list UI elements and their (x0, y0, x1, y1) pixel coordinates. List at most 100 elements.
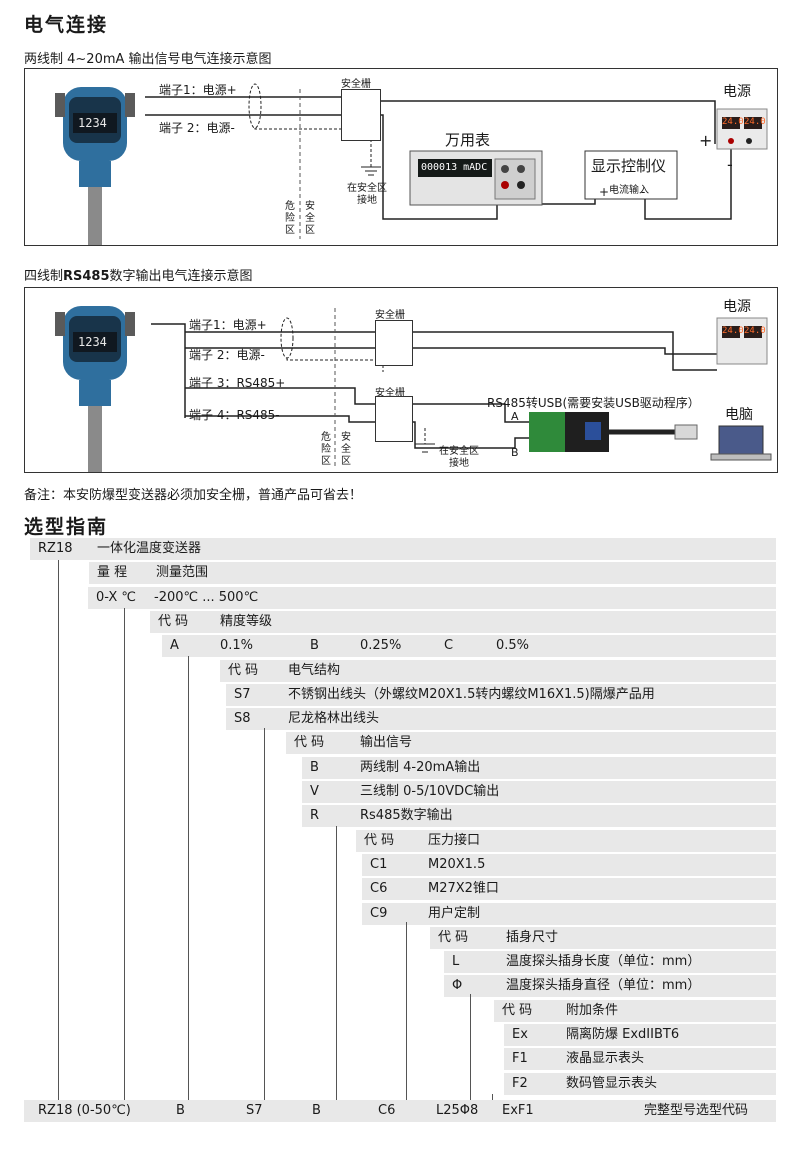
terminal-3-label: 端子 3：RS485+ (189, 376, 286, 390)
power-minus: - (727, 155, 733, 174)
final-code-cell: C6 (378, 1103, 396, 1118)
selection-row: F1 液晶显示表头 (504, 1048, 776, 1071)
selection-row: 0-X ℃-200℃ ... 500℃ (88, 586, 776, 609)
power-label: 电源 (723, 84, 751, 100)
selection-cell: Φ (452, 978, 463, 994)
psu-display-2: 24.0 (744, 326, 766, 336)
selection-cell: F1 (512, 1051, 528, 1067)
safety-barrier (341, 89, 381, 141)
selection-cell: 量 程 (97, 565, 128, 581)
terminal-2-label: 端子 2：电源- (189, 348, 265, 362)
selection-cell: 附加条件 (566, 1002, 619, 1018)
selection-row: V 三线制 0-5/10VDC输出 (302, 781, 776, 803)
current-input-label: 电流输入 (609, 185, 649, 196)
controller-minus: - (641, 185, 646, 199)
power-plus: + (699, 131, 713, 150)
selection-cell: 隔离防爆 ExdIIBT6 (566, 1027, 680, 1042)
four-wire-wiring (55, 306, 772, 472)
selection-cell: C6 (370, 881, 388, 897)
selection-cell: 尼龙格林出线头 (288, 711, 380, 727)
terminal-1-label: 端子1：电源+ (159, 83, 237, 97)
selection-cell: 三线制 0-5/10VDC输出 (360, 784, 500, 799)
terminal-2-label: 端子 2：电源- (159, 121, 235, 135)
selection-cell: M27X2锥口 (428, 881, 499, 897)
final-code-cell: S7 (246, 1103, 263, 1118)
selection-connector (406, 922, 407, 1100)
safe-zone-label: 安 全 区 (341, 432, 351, 467)
two-wire-diagram: 1234 端子1：电源+ 端子 2：电源- 安全栅 在安全区 接地 危 险 区 … (24, 68, 778, 246)
four-wire-caption-bold: RS485 (63, 269, 110, 284)
ground-label: 在安全区 接地 (347, 183, 387, 206)
selection-cell: F2 (512, 1075, 528, 1091)
selection-cell: C (444, 638, 454, 654)
selection-cell: 代 码 (294, 735, 325, 751)
final-code-cell: B (176, 1103, 185, 1118)
transmitter-display: 1234 (78, 335, 107, 349)
selection-cell: 代 码 (364, 832, 395, 848)
transmitter-display: 1234 (78, 116, 107, 130)
transmitter-icon (55, 306, 135, 472)
safety-barrier-1 (375, 320, 413, 366)
safety-barrier-2 (375, 396, 413, 442)
computer-label: 电脑 (725, 407, 753, 423)
selection-row: 代 码插身尺寸 (430, 926, 776, 949)
selection-cell: 输出信号 (360, 735, 413, 751)
barrier-2-label: 安全栅 (375, 388, 405, 399)
selection-row: S8 尼龙格林出线头 (226, 708, 776, 731)
selection-cell: A (170, 638, 179, 654)
selection-cell: 用户定制 (428, 905, 481, 921)
final-code-cell: ExF1 (502, 1103, 534, 1118)
terminal-4-label: 端子 4：RS485- (189, 408, 280, 422)
barrier-1-label: 安全栅 (375, 310, 405, 321)
selection-cell: 0.1% (220, 638, 254, 654)
note-text: 备注：本安防爆型变送器必须加安全栅，普通产品可省去！ (24, 488, 363, 503)
selection-cell: S7 (234, 686, 251, 702)
selection-cell: B (310, 759, 319, 775)
selection-connector (188, 656, 189, 1100)
selection-row: B 两线制 4-20mA输出 (302, 756, 776, 779)
selection-cell: RZ18 (38, 541, 73, 556)
four-wire-caption-suffix: 数字输出电气连接示意图 (109, 269, 253, 284)
selection-cell: -200℃ ... 500℃ (154, 589, 259, 605)
two-wire-caption: 两线制 4~20mA 输出信号电气连接示意图 (24, 52, 272, 67)
selection-row: RZ18 一体化温度变送器 (30, 538, 776, 560)
selection-cell: 温度探头插身直径（单位：mm） (506, 978, 701, 994)
safe-zone-label: 安 全 区 (305, 201, 315, 236)
selection-cell: S8 (234, 711, 251, 727)
selection-connector (492, 1094, 493, 1100)
selection-cell: V (310, 784, 319, 799)
selection-cell: 代 码 (158, 613, 189, 629)
selection-connector (58, 560, 59, 1100)
selection-cell: 代 码 (502, 1002, 533, 1018)
multimeter-label: 万用表 (445, 131, 491, 149)
selection-cell: Rs485数字输出 (360, 808, 453, 824)
selection-row: 代 码精度等级 (150, 610, 776, 633)
terminal-1-label: 端子1：电源+ (189, 318, 267, 332)
final-code-cell: B (312, 1103, 321, 1118)
selection-cell: 两线制 4-20mA输出 (360, 759, 481, 775)
selection-cell: 电气结构 (288, 662, 341, 678)
selection-cell: 液晶显示表头 (566, 1051, 645, 1067)
multimeter-display: 000013 mADC (421, 162, 488, 173)
controller-label: 显示控制仪 (591, 157, 667, 175)
four-wire-diagram: 1234 端子1：电源+ 端子 2：电源- 端子 3：RS485+ 端子 4：R… (24, 287, 778, 473)
rs485-a-label: A (511, 410, 519, 423)
transmitter-icon (55, 87, 135, 245)
barrier-label: 安全栅 (341, 79, 371, 90)
rs485-b-label: B (511, 446, 519, 459)
selection-cell: R (310, 808, 320, 824)
selection-cell: L (452, 954, 460, 970)
selection-cell: 0.5% (496, 638, 530, 654)
selection-row: Φ 温度探头插身直径（单位：mm） (444, 975, 776, 998)
danger-zone-label: 危 险 区 (321, 432, 331, 467)
selection-cell: 一体化温度变送器 (97, 541, 202, 556)
selection-cell: B (310, 638, 319, 654)
